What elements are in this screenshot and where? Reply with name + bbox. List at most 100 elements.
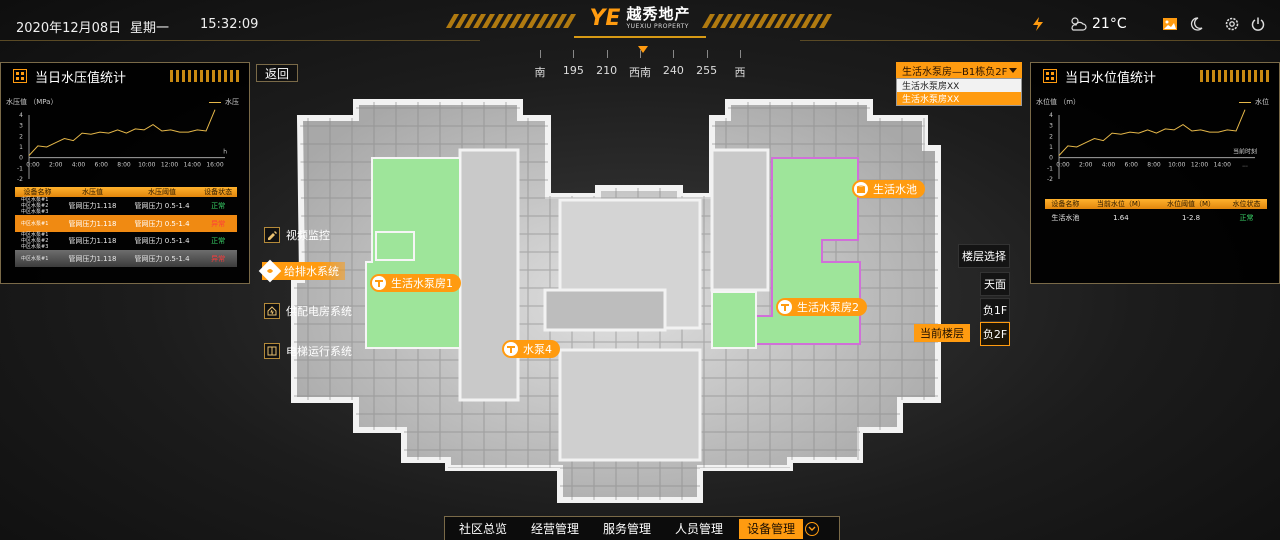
nav-equipment[interactable]: 设备管理 xyxy=(739,518,804,539)
chart-y-title: 水压值 （MPa） xyxy=(6,98,58,106)
table-cell: 管网压力1.118 xyxy=(68,237,117,245)
floor-button-roof[interactable]: 天面 xyxy=(980,272,1010,296)
chart-legend: 水位 xyxy=(1239,97,1269,107)
pump-icon xyxy=(372,276,386,290)
video-pen-icon xyxy=(264,227,280,243)
x-tick-label: 14:00 xyxy=(1214,162,1231,169)
water-drainage-icon xyxy=(258,259,282,283)
pump-room-dropdown[interactable]: 生活水泵房—B1栋负2F 生活水泵房XX 生活水泵房XX xyxy=(896,62,1022,106)
system-power-distribution[interactable]: 供配电房系统 xyxy=(264,302,352,320)
y-tick-label: -1 xyxy=(1047,165,1053,172)
system-water-drainage[interactable]: 给排水系统 xyxy=(258,259,345,283)
nav-personnel[interactable]: 人员管理 xyxy=(675,522,724,536)
map-label-text: 生活水泵房1 xyxy=(391,277,453,290)
compass-marker xyxy=(638,46,648,53)
table-header-cell: 水位阈值（M） xyxy=(1155,199,1227,209)
map-label-text: 生活水池 xyxy=(873,183,917,196)
compass-label: 西 xyxy=(734,66,746,79)
map-label-text: 水泵4 xyxy=(523,343,552,356)
dropdown-selected[interactable]: 生活水泵房—B1栋负2F xyxy=(896,62,1022,78)
x-tick-label: 12:00 xyxy=(1191,162,1208,169)
system-label: 视频监控 xyxy=(286,229,330,242)
compass-label: 210 xyxy=(596,64,618,77)
table-cell: 1.64 xyxy=(1113,213,1129,222)
compass-label: 南 xyxy=(534,66,546,79)
logo-mark: YE xyxy=(589,5,621,31)
table-header-cell: 设备名称 xyxy=(1045,199,1086,209)
legend-label: 水位 xyxy=(1255,98,1269,106)
map-label-pump-room-2[interactable]: 生活水泵房2 xyxy=(776,298,867,316)
table-cell: 管网压力1.118 xyxy=(68,202,117,210)
image-icon[interactable] xyxy=(1162,14,1178,34)
chart-y-title: 水位值 （m） xyxy=(1036,98,1081,106)
x-tick-label: 14:00 xyxy=(184,162,201,169)
system-video-monitoring[interactable]: 视频监控 xyxy=(264,226,330,244)
x-tick-label: 0:00 xyxy=(1056,162,1070,169)
table-cell: 管网压力 0.5-1.4 xyxy=(134,237,190,245)
system-label: 电梯运行系统 xyxy=(286,345,352,358)
floor-button-b2[interactable]: 负2F xyxy=(980,322,1010,346)
table-cell: 管网压力 0.5-1.4 xyxy=(124,215,200,232)
system-label: 给排水系统 xyxy=(284,265,339,278)
panel-stripes xyxy=(170,70,239,82)
floor-button-b1[interactable]: 负1F xyxy=(980,298,1010,322)
table-cell: 管网压力 0.5-1.4 xyxy=(124,250,200,267)
dropdown-options: 生活水泵房XX 生活水泵房XX xyxy=(896,78,1022,106)
y-tick-label: 4 xyxy=(19,112,23,119)
gear-icon[interactable] xyxy=(1224,14,1240,34)
x-tick-label: 4:00 xyxy=(1102,162,1116,169)
lightning-icon[interactable] xyxy=(1030,14,1046,34)
moon-icon[interactable] xyxy=(1188,14,1204,34)
elevator-icon xyxy=(264,343,280,359)
y-tick-label: 0 xyxy=(19,155,23,162)
y-tick-label: 2 xyxy=(19,133,23,140)
power-icon[interactable] xyxy=(1250,14,1266,34)
bottom-nav: 社区总览 经营管理 服务管理 人员管理 设备管理 xyxy=(444,516,840,540)
panel-header: 当日水位值统计 xyxy=(1031,63,1279,89)
y-tick-label: 4 xyxy=(1049,112,1053,119)
system-elevator[interactable]: 电梯运行系统 xyxy=(264,342,352,360)
nav-community-overview[interactable]: 社区总览 xyxy=(459,522,508,536)
logo-name-en: YUEXIU PROPERTY xyxy=(626,22,689,30)
grid-icon xyxy=(13,69,27,83)
chevron-down-icon[interactable] xyxy=(805,521,820,536)
x-tick-label: ... xyxy=(1242,162,1248,169)
status-cell: 正常 xyxy=(1239,213,1254,222)
compass-tick xyxy=(673,50,675,58)
status-cell: 异常 xyxy=(199,250,237,267)
header-date: 2020年12月08日 xyxy=(16,21,122,36)
y-tick-label: 1 xyxy=(19,144,23,151)
y-tick-label: 2 xyxy=(1049,133,1053,140)
map-label-pump-room-1[interactable]: 生活水泵房1 xyxy=(370,274,461,292)
dropdown-option[interactable]: 生活水泵房XX xyxy=(902,82,960,92)
compass-tick xyxy=(706,50,708,58)
nav-operations[interactable]: 经营管理 xyxy=(531,522,580,536)
y-tick-label: 3 xyxy=(19,123,23,130)
chart-legend: 水压 xyxy=(209,97,239,107)
header-line-right xyxy=(800,40,1280,41)
y-tick-label: -2 xyxy=(1047,176,1053,183)
dropdown-option[interactable]: 生活水泵房XX xyxy=(897,92,1021,105)
y-tick-label: 0 xyxy=(1049,155,1053,162)
compass-label: 西南 xyxy=(629,66,651,79)
map-label-pump-4[interactable]: 水泵4 xyxy=(502,340,560,358)
nav-services[interactable]: 服务管理 xyxy=(603,522,652,536)
system-label: 供配电房系统 xyxy=(286,305,352,318)
panel-stripes xyxy=(1200,70,1269,82)
map-label-water-tank[interactable]: 生活水池 xyxy=(852,180,925,198)
compass-tick xyxy=(606,50,608,58)
x-axis-label: 当前时刻 xyxy=(1233,148,1257,156)
x-tick-label: 16:00 xyxy=(206,162,223,169)
device-name-cell: 中区水泵#1 xyxy=(15,215,61,232)
back-button[interactable]: 返回 xyxy=(256,64,298,82)
x-tick-label: 4:00 xyxy=(72,162,86,169)
